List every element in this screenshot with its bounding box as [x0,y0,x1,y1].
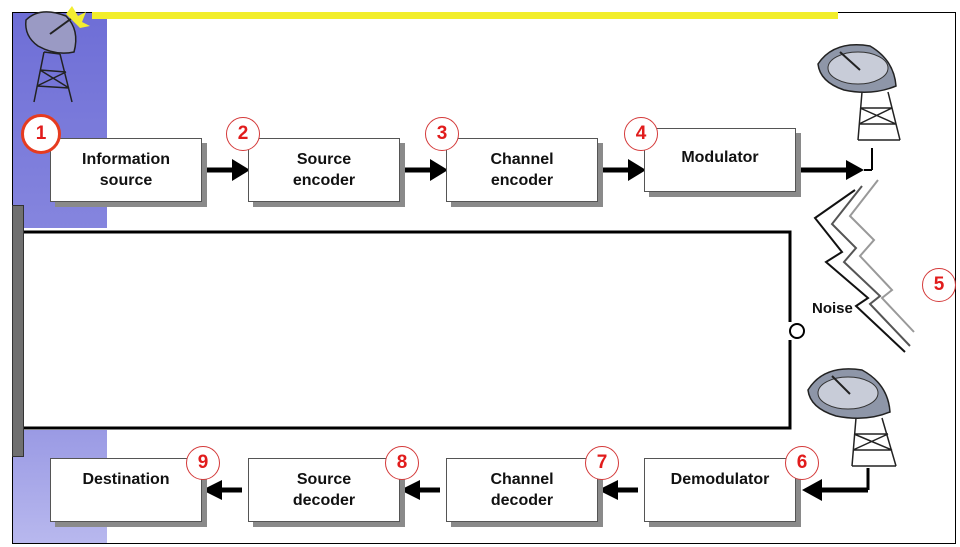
step-number-5: 5 [922,268,956,302]
arrow-8-9 [400,480,440,500]
antenna-top-left-icon [25,6,90,103]
step-number-4: 4 [624,117,658,151]
source-decoder-label: Source decoder [292,471,356,509]
feedback-loop [24,230,792,430]
step-number-8: 8 [385,446,419,480]
title-accent-bar [92,12,838,19]
channel-encoder-box: Channel encoder [446,138,598,202]
noise-lightning-icon [813,179,915,353]
step-number-7: 7 [585,446,619,480]
step-number-9: 9 [186,446,220,480]
arrow-3-4 [603,159,646,181]
channel-decoder-label: Channel decoder [490,471,554,509]
information-source-box: Information source [50,138,202,202]
antenna-top-right-icon [817,44,901,141]
arrow-9-10 [202,480,242,500]
modulator-box: Modulator [644,128,796,192]
arrow-2-3 [405,159,448,181]
left-edge-bar [12,205,24,457]
noise-node [789,323,805,339]
antenna-bottom-right-icon [807,368,897,467]
arrow-7-8 [598,480,638,500]
noise-label: Noise [812,300,853,317]
destination-box: Destination [50,458,202,522]
arrow-1-2 [205,159,250,181]
arrow-4-antenna [797,148,873,180]
source-encoder-box: Source encoder [248,138,400,202]
channel-decoder-box: Channel decoder [446,458,598,522]
source-decoder-box: Source decoder [248,458,400,522]
demodulator-box: Demodulator [644,458,796,522]
step-number-1: 1 [21,114,61,154]
modulator-label: Modulator [681,149,759,166]
destination-label: Destination [82,471,170,488]
source-encoder-label: Source encoder [292,151,356,189]
arrow-antenna-6 [802,468,870,501]
step-number-2: 2 [226,117,260,151]
channel-encoder-label: Channel encoder [490,151,554,189]
step-number-3: 3 [425,117,459,151]
information-source-label: Information source [82,151,170,189]
step-number-6: 6 [785,446,819,480]
demodulator-label: Demodulator [670,471,770,488]
